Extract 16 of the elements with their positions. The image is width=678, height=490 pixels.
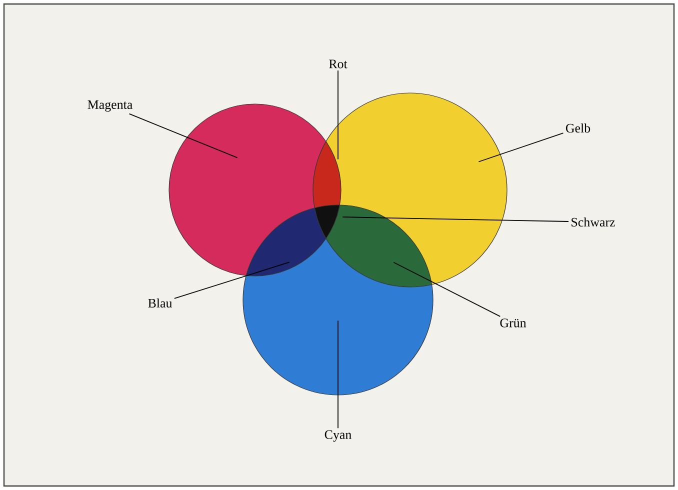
region-label: Magenta <box>88 100 132 112</box>
overlap-region <box>313 141 341 208</box>
region-label: Grün <box>500 318 526 328</box>
region-label: Gelb <box>566 123 590 133</box>
leader-line <box>342 216 569 222</box>
leader-line <box>393 262 501 317</box>
region-label: Rot <box>329 60 348 68</box>
region-label: Blau <box>148 298 172 308</box>
region-label: Cyan <box>324 430 352 442</box>
overlap-region <box>314 205 340 239</box>
region-label: Schwarz <box>572 217 615 227</box>
leader-line <box>478 132 564 162</box>
overlap-region <box>246 208 326 276</box>
leader-line <box>174 262 290 299</box>
leader-line <box>128 113 238 158</box>
overlap-region <box>326 205 432 287</box>
